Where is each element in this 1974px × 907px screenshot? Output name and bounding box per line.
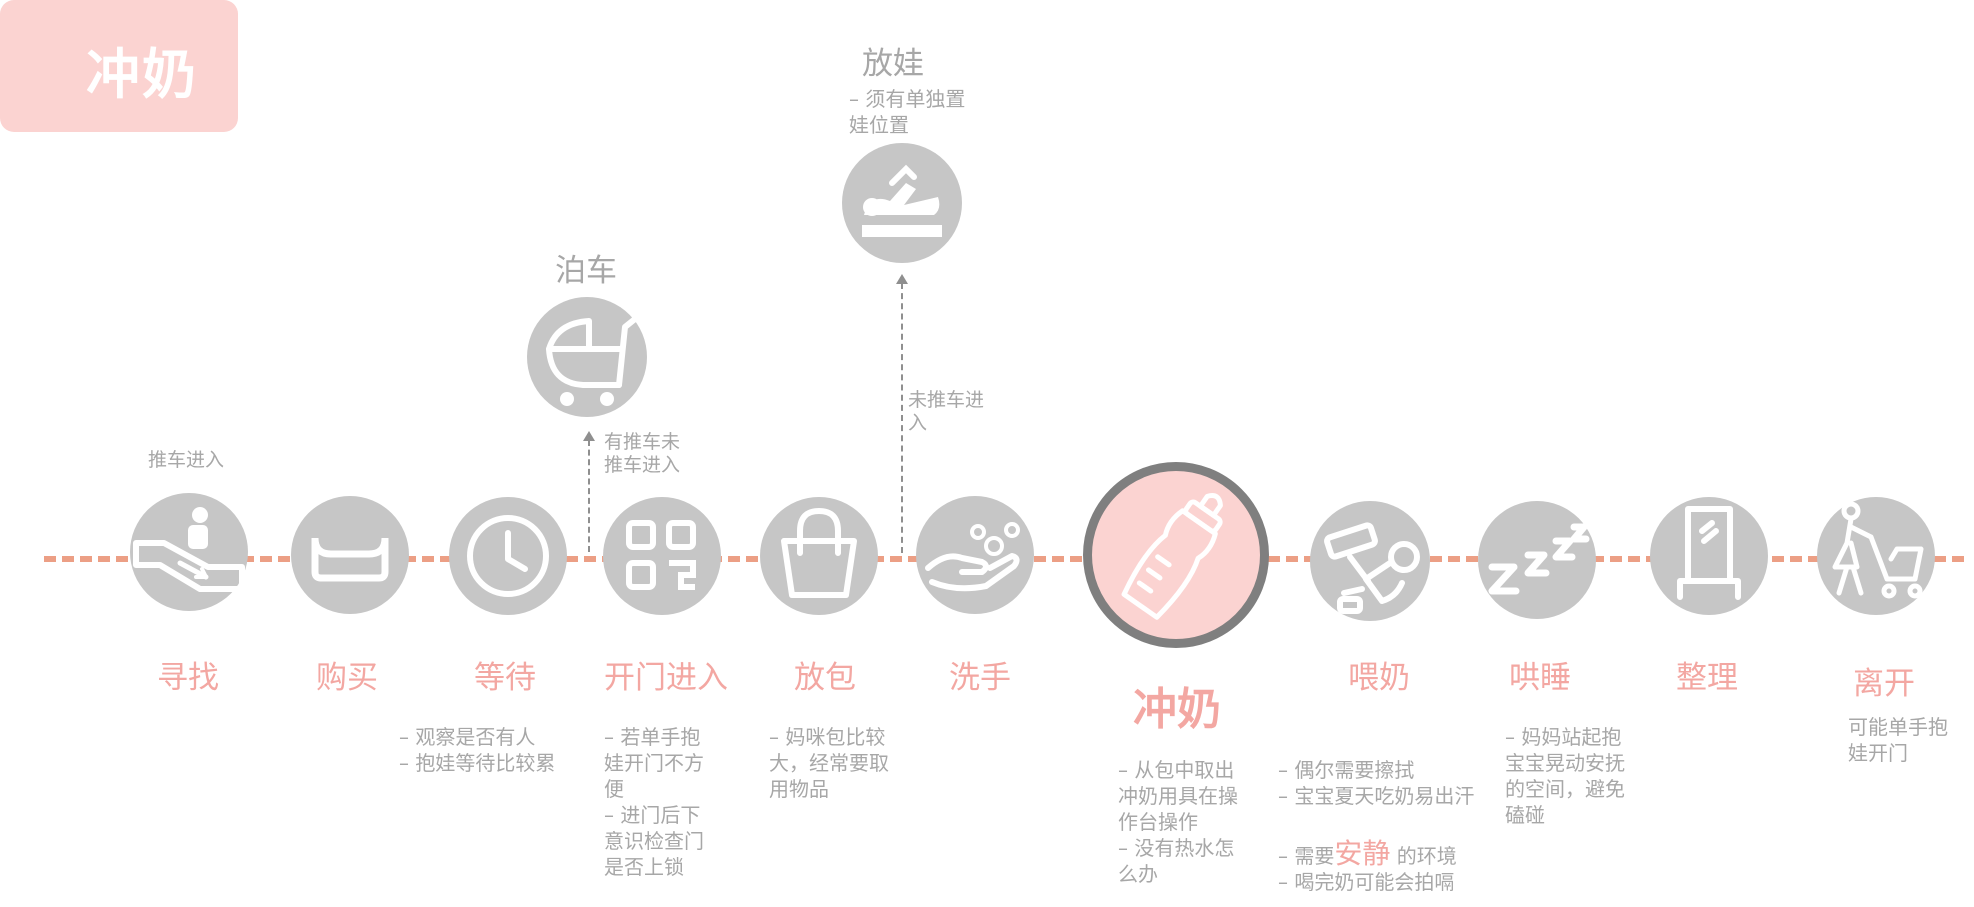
entry-note: 推车进入 [148,449,225,471]
step-label-open-door: 开门进入 [604,660,728,696]
note-wait: – 观察是否有人 – 抱娃等待比较累 [399,724,579,776]
step-label-feed: 喂奶 [1348,660,1410,696]
note-feed-quiet-highlight: 安静 [1334,837,1391,870]
note-sleep-line: – 妈妈站起抱宝宝晃动安抚的空间，避免磕碰 [1505,725,1625,827]
handwash-icon [916,496,1034,614]
step-label-wait: 等待 [474,660,536,696]
page-title: 冲奶 [86,43,198,106]
arrowhead-put-baby [896,274,908,284]
step-label-search: 寻找 [157,660,219,696]
baby-bottle-icon [1083,462,1269,648]
note-open-door: – 若单手抱娃开门不方便 – 进门后下意识检查门是否上锁 [604,724,714,880]
note-leave: 可能单手抱娃开门 [1848,714,1952,766]
clock-icon [449,497,567,615]
arrow-line-parking [588,440,590,552]
arrowhead-parking [583,431,595,441]
step-label-put-bag: 放包 [794,660,856,696]
note-feed-quiet-prefix: – 需要 [1278,844,1335,868]
note-open-door-line: – 若单手抱娃开门不方便 [604,725,704,801]
step-label-make-milk: 冲奶 [1133,684,1221,735]
step-label-sleep: 哄睡 [1509,660,1571,696]
bag-icon [760,497,878,615]
qrcode-icon [603,497,721,615]
note-wait-line: – 抱娃等待比较累 [399,751,556,775]
note-sleep: – 妈妈站起抱宝宝晃动安抚的空间，避免磕碰 [1505,724,1629,828]
mirror-icon [1650,497,1768,615]
arrow-line-put-baby [901,283,903,553]
feeding-icon [1310,501,1430,621]
note-put-bag-line: – 妈咪包比较大，经常要取用物品 [769,725,889,801]
escalator-icon [130,493,248,611]
title-badge: 冲奶 [0,0,238,132]
note-put-bag: – 妈咪包比较大，经常要取用物品 [769,724,905,802]
step-label-buy: 购买 [316,660,378,696]
note-leave-line: 可能单手抱娃开门 [1848,715,1948,765]
note-feed-line: – 喝完奶可能会拍嗝 [1278,870,1455,894]
note-feed-line: – 偶尔需要擦拭 [1278,758,1415,782]
note-feed: – 偶尔需要擦拭 – 宝宝夏天吃奶易出汗 – 需要安静 的环境 – 喝完奶可能会… [1278,757,1498,895]
note-open-door-line: – 进门后下意识检查门是否上锁 [604,803,704,879]
branch-label-put-baby: 放娃 [862,46,924,82]
note-wait-line: – 观察是否有人 [399,725,536,749]
note-feed-quiet: – 需要安静 的环境 [1278,840,1498,869]
note-feed-quiet-suffix: 的环境 [1390,844,1457,868]
note-make-milk-line: – 从包中取出冲奶用具在操作台操作 [1118,758,1238,834]
note-make-milk: – 从包中取出冲奶用具在操作台操作 – 没有热水怎么办 [1118,757,1254,887]
sleep-icon [1478,501,1596,619]
note-make-milk-line: – 没有热水怎么办 [1118,836,1235,886]
sofa-icon [291,496,409,614]
step-label-wash-hands: 洗手 [949,660,1011,696]
arrow-note-parking: 有推车未推车进入 [604,431,681,476]
stroller-icon [527,297,647,417]
mother-stroller-icon [1817,497,1935,615]
arrow-note-put-baby: 未推车进入 [908,389,985,434]
note-feed-line: – 宝宝夏天吃奶易出汗 [1278,784,1475,808]
step-label-leave: 离开 [1853,666,1915,702]
baby-seat-icon [842,143,962,263]
branch-label-parking: 泊车 [555,253,617,289]
step-label-tidy: 整理 [1676,660,1738,696]
branch-note-put-baby: – 须有单独置娃位置 [849,87,966,137]
